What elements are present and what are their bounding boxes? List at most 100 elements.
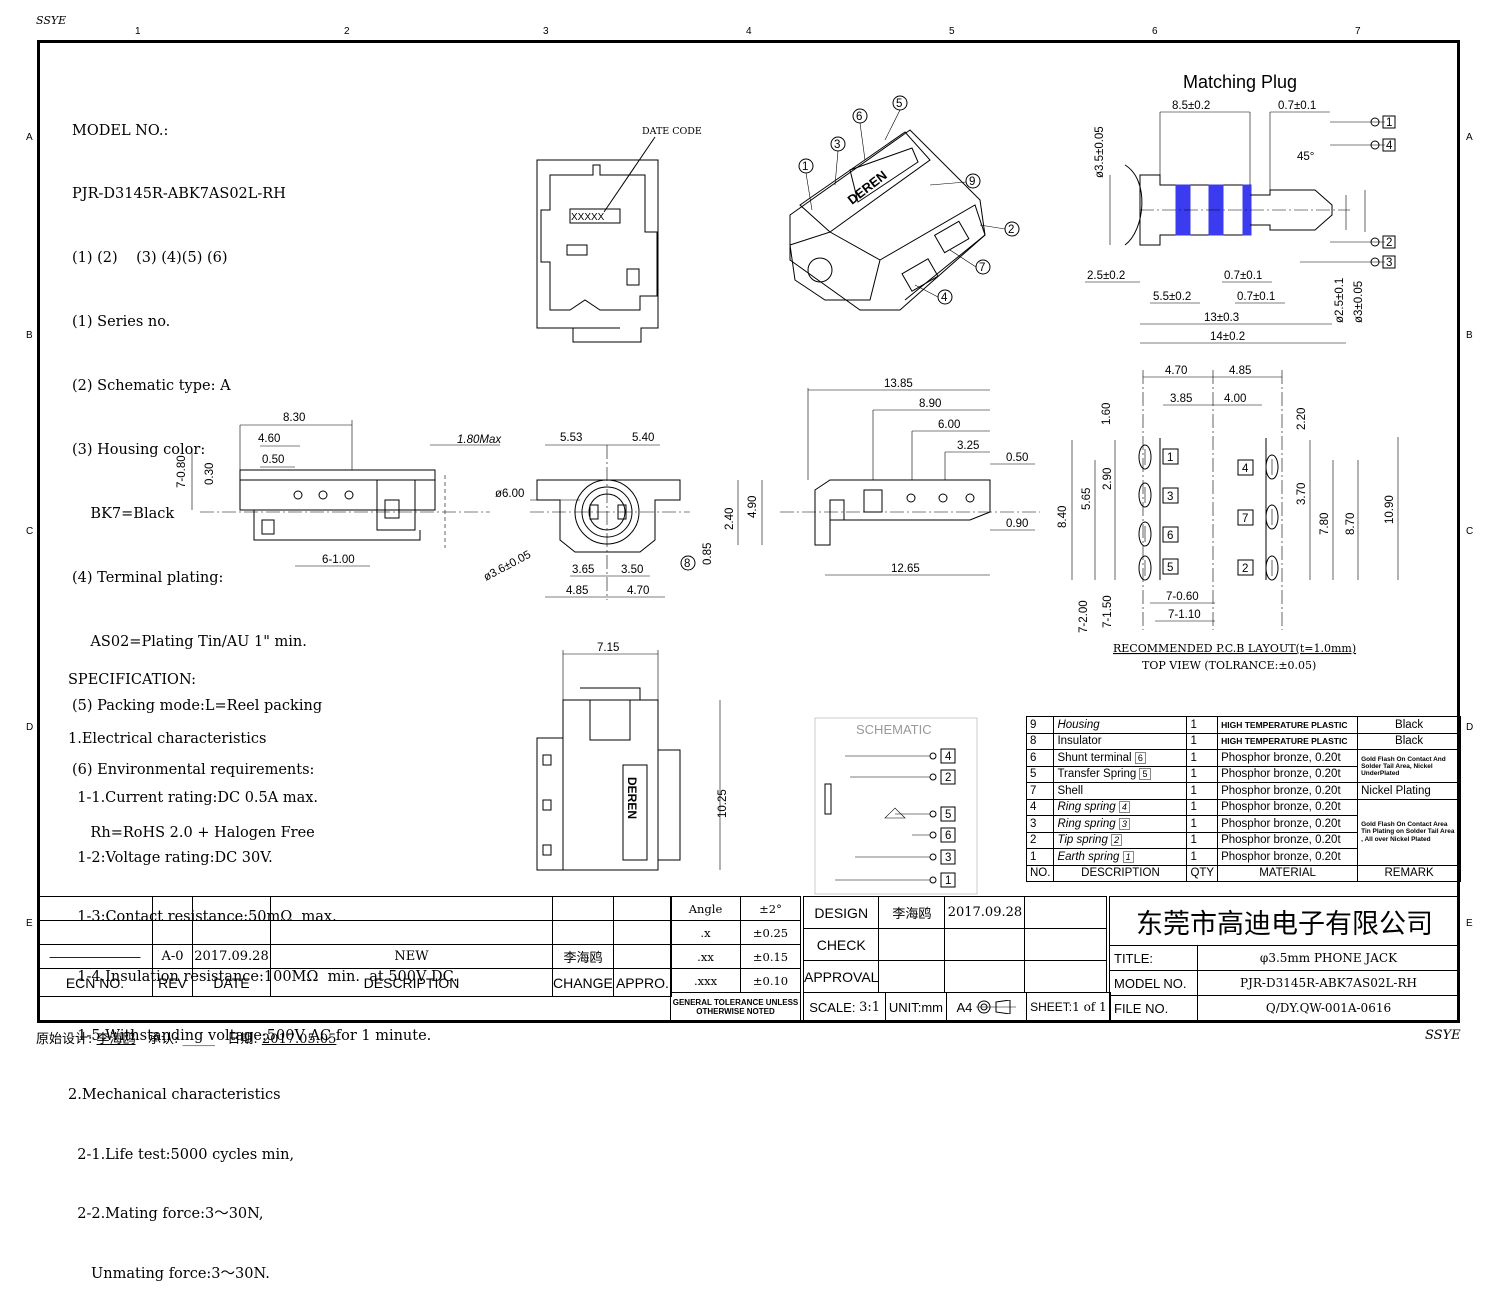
tol-val: ±0.10 — [740, 968, 801, 993]
bom-desc: Transfer Spring 5 — [1053, 765, 1188, 783]
zone-B: B — [26, 330, 33, 341]
date-label: 日期: — [227, 1032, 258, 1047]
note-line: (4) Terminal plating: — [72, 569, 224, 586]
rev-desc: NEW — [270, 944, 553, 969]
tolerance-block: Angle±2° .x±0.25 .xx±0.15 .xxx±0.10 GENE… — [670, 896, 801, 1021]
designer-label: 原始设计: — [36, 1032, 93, 1047]
scale-label: SCALE: — [809, 999, 856, 1015]
sheet-value: 1 of 1 — [1072, 1000, 1107, 1014]
date-code-box: XXXXX — [571, 212, 605, 223]
pcb-pin-2: 2 — [1242, 563, 1248, 575]
spec-line: 1-5.Withstanding voltage:500V AC for 1 m… — [68, 1027, 432, 1044]
accept-value: _____ — [182, 1032, 215, 1047]
sch-pin-2: 2 — [945, 772, 951, 784]
iso-callout-2: 2 — [1008, 224, 1014, 236]
bom-desc: Ring spring 3 — [1053, 815, 1188, 833]
bom-ref: 2 — [1111, 834, 1123, 847]
bom-desc-text: Transfer Spring — [1057, 768, 1137, 781]
plug-dim-dia3: ø3±0.05 — [1353, 281, 1365, 323]
bom-header-no: NO. — [1025, 864, 1055, 882]
model-number: PJR-D3145R-ABK7AS02L-RH — [72, 186, 286, 203]
note-line: (1) Series no. — [72, 314, 171, 331]
bom-desc: Shell — [1053, 782, 1188, 800]
pcb-layout-title: RECOMMENDED P.C.B LAYOUT(t=1.0mm) — [1113, 642, 1356, 655]
side-dim-7-0.80: 7-0.80 — [176, 455, 188, 488]
spec-line: 1.Electrical characteristics — [68, 730, 267, 747]
bom-ref: 4 — [1118, 801, 1130, 814]
pcb-dim-7.80: 7.80 — [1319, 513, 1331, 535]
bom-desc-text: Tip spring — [1057, 834, 1108, 847]
pcb-dim-8.70: 8.70 — [1345, 513, 1357, 535]
bom-ref: 5 — [1139, 768, 1151, 781]
bom-desc: Ring spring 4 — [1053, 798, 1188, 816]
title-value: φ3.5mm PHONE JACK — [1197, 945, 1460, 971]
side-dim-1.80max: 1.80Max — [457, 434, 502, 446]
hdr-rev: REV — [152, 968, 193, 997]
iso-callout-9: 9 — [969, 176, 975, 188]
top-dim-7.15: 7.15 — [597, 642, 619, 654]
general-tolerance: GENERAL TOLERANCE UNLESS OTHERWISE NOTED — [670, 992, 801, 1021]
plug-dim-13: 13±0.3 — [1204, 312, 1239, 324]
bom-mat: HIGH TEMPERATURE PLASTIC — [1217, 716, 1359, 734]
pcb-pin-6: 6 — [1167, 530, 1173, 542]
bom-remark: Gold Flash On Contact And Solder Tail Ar… — [1357, 749, 1462, 783]
scale-cell: SCALE: 3:1 — [804, 993, 887, 1021]
bom-header-qty: QTY — [1186, 864, 1219, 882]
iso-callout-3: 3 — [834, 139, 840, 151]
hdr-desc: DESCRIPTION — [270, 968, 553, 997]
right-side-view: 13.85 8.90 6.00 3.25 0.50 0.90 12.65 — [780, 378, 1040, 576]
zone-E-right: E — [1466, 918, 1473, 929]
plug-pin-1: 1 — [1386, 117, 1392, 129]
bom-ref: 3 — [1118, 817, 1130, 830]
rside-dim-13.85: 13.85 — [884, 378, 913, 390]
sch-pin-5: 5 — [945, 809, 951, 821]
plug-dim-dia3.5: ø3.5±0.05 — [1094, 126, 1106, 178]
spec-line: 1-1.Current rating:DC 0.5A max. — [68, 790, 319, 807]
pcb-dim-5.65: 5.65 — [1081, 488, 1093, 510]
bom-desc-text: Earth spring — [1057, 850, 1120, 863]
sheet-cell: SHEET:1 of 1 — [1027, 993, 1110, 1021]
front-dim-4.70: 4.70 — [627, 585, 649, 597]
pcb-dim-7-1.10: 7-1.10 — [1168, 609, 1201, 621]
side-view: 8.30 4.60 0.50 7-0.80 0.30 1.80Max 6-1.0… — [176, 412, 502, 567]
zone-C-right: C — [1466, 526, 1474, 537]
front-dim-dia6: ø6.00 — [495, 488, 524, 500]
iso-callout-1: 1 — [802, 161, 808, 173]
bom-remark: Gold Flash On Contact Area Tin Plating o… — [1357, 798, 1462, 866]
front-view: 5.53 5.40 ø6.00 ø3.6±0.05 2.40 4.90 0.85… — [482, 432, 763, 600]
design-label: DESIGN — [802, 896, 880, 929]
plug-dim-8.5: 8.5±0.2 — [1172, 100, 1210, 112]
zone-1: 1 — [135, 26, 141, 37]
bom-header-mat: MATERIAL — [1217, 864, 1359, 882]
model-value: PJR-D3145R-ABK7AS02L-RH — [1197, 970, 1460, 996]
tol-key: .xxx — [670, 968, 741, 993]
bom-no: 3 — [1025, 815, 1055, 833]
bom-ref: 6 — [1134, 751, 1146, 764]
side-dim-0.30: 0.30 — [204, 463, 216, 485]
sch-pin-4: 4 — [945, 751, 952, 763]
plug-pin-3: 3 — [1386, 257, 1392, 269]
scale-row: SCALE: 3:1 UNIT:mm A4 SHEET:1 of 1 — [803, 992, 1111, 1022]
front-dim-0.85: 0.85 — [702, 543, 714, 565]
plug-pin-2: 2 — [1386, 237, 1392, 249]
tol-val: ±0.15 — [740, 944, 801, 969]
design-name: 李海鸥 — [878, 896, 946, 929]
file-label: FILE NO. — [1109, 995, 1198, 1021]
pcb-dim-4.70: 4.70 — [1165, 365, 1187, 377]
projection-symbol-icon — [975, 1000, 1016, 1014]
bom-desc: Housing — [1053, 716, 1188, 734]
tol-key: .xx — [670, 944, 741, 969]
bom-no: 8 — [1025, 732, 1055, 750]
plug-dim-dia2.5: ø2.5±0.1 — [1334, 278, 1346, 323]
drawing-frame — [37, 40, 1460, 1023]
sheet-mark-bottom: SSYE — [1425, 1028, 1461, 1043]
bom-no: 1 — [1025, 848, 1055, 866]
zone-C: C — [26, 526, 34, 537]
sheet-label: SHEET: — [1030, 1000, 1073, 1014]
bom-qty: 1 — [1186, 765, 1219, 783]
hdr-change: CHANGE — [552, 968, 614, 997]
tol-key: Angle — [670, 896, 741, 921]
footer: 原始设计: 李海鸥 承认: _____ 日期: 2017.05.05 — [36, 1028, 336, 1047]
